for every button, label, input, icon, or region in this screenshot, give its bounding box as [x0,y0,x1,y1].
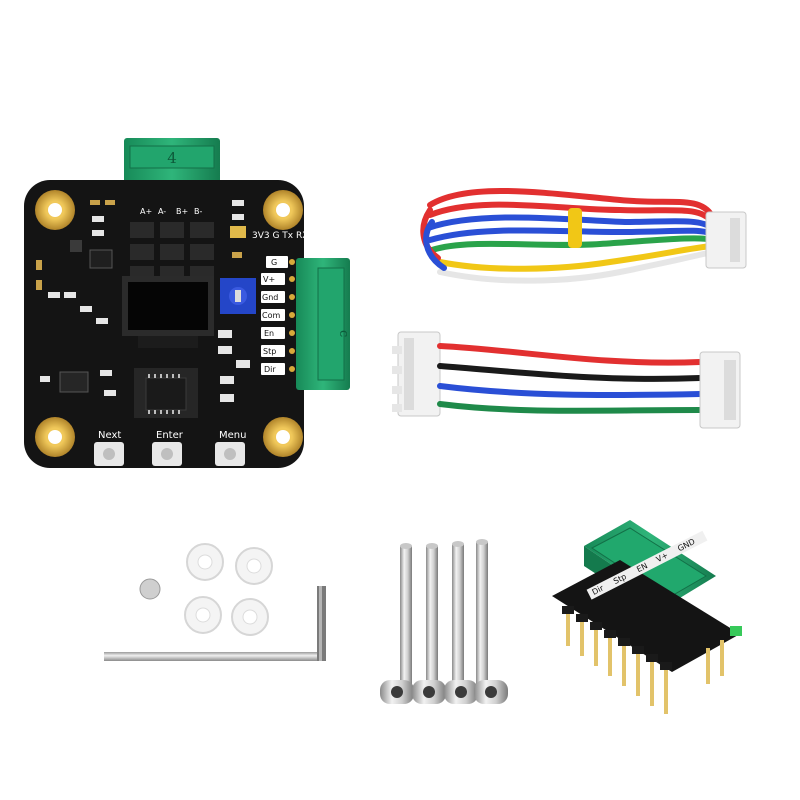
smd-components [36,200,250,402]
cable-plug [699,351,741,429]
screws [380,539,508,704]
side-pin-label: V+ [263,275,275,284]
four-wire-cable [392,331,741,429]
motor-pin-label: B+ [176,207,188,216]
header-pins [566,612,724,714]
adapter-pin-labels: Dir Stp EN V+ GND [586,530,708,600]
side-pin-label: Stp [263,347,276,356]
oled-display [122,276,214,348]
motor-pin-label: A+ [140,207,152,216]
rainbow-cable [420,188,715,284]
mounting-hole [35,190,75,230]
side-pin-labels: G V+ Gnd Com En Stp Dir [261,256,288,375]
motor-connector-number: 4 [167,149,177,167]
motor-pin-label: A- [158,207,166,216]
motor-pin-label: B- [194,207,202,216]
serial-header-label: 3V3 G Tx RX [252,231,308,241]
washers [184,543,273,636]
mounting-hole [263,417,303,457]
mounting-hole [35,417,75,457]
microcontroller-chip [134,368,198,418]
enter-button[interactable]: Enter [152,430,184,466]
potentiometer [220,278,256,314]
mosfet-array [130,222,214,278]
driver-board: 4 A+ A- B+ B- [24,138,351,468]
next-button[interactable]: Next [94,430,124,466]
menu-button[interactable]: Menu [215,430,246,466]
cable-plug [705,211,747,269]
side-pin-label: Gnd [262,293,278,302]
menu-button-label: Menu [219,430,246,441]
mounting-hole [263,190,303,230]
side-pin-label: G [271,258,277,267]
next-button-label: Next [98,430,121,441]
adapter-board: Dir Stp EN V+ GND [552,520,742,714]
side-pin-label: Dir [264,365,276,374]
hex-key [104,586,326,661]
svg-text:c: c [336,330,351,337]
enter-button-label: Enter [156,430,184,441]
adapter-pin-label: EN [635,561,649,574]
magnet [139,578,161,600]
signal-connector: c [296,258,351,390]
side-pin-label: En [264,329,274,338]
cable-plug [392,331,441,417]
cable-tie [568,208,582,248]
side-pin-label: Com [262,311,280,320]
